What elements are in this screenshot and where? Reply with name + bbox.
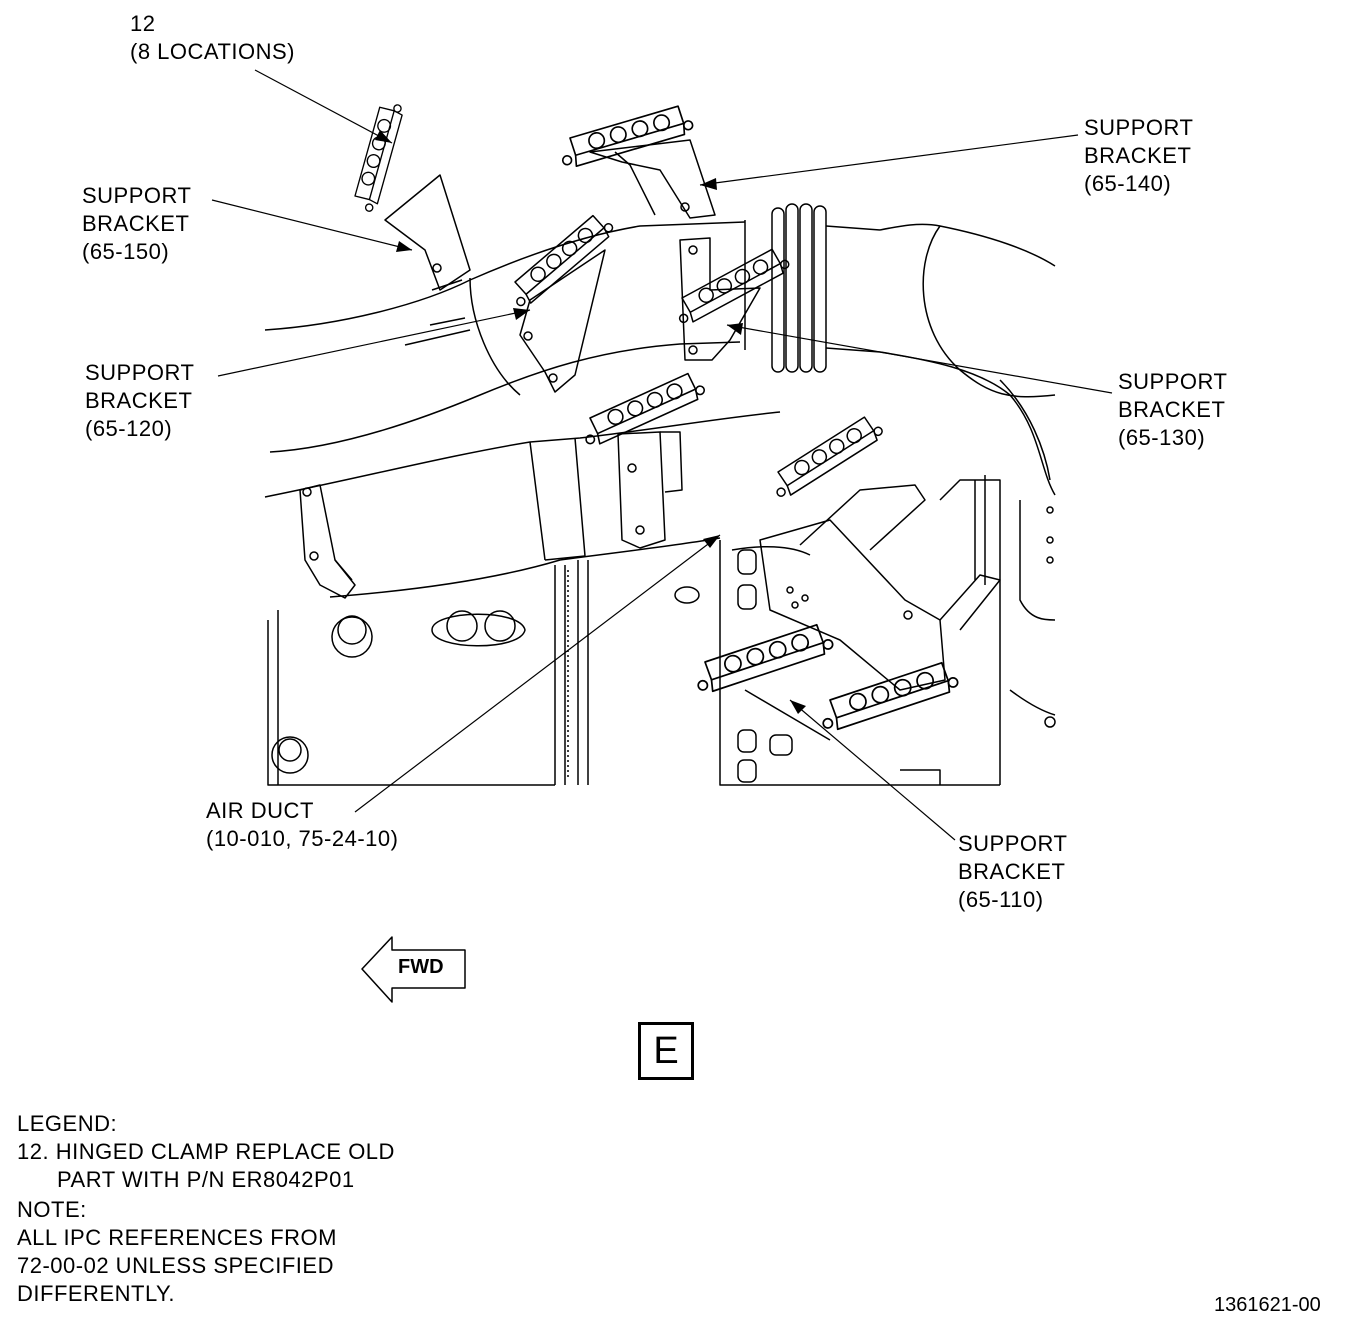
hinged-clamp-5 [576, 370, 712, 448]
callout-line: BRACKET [82, 211, 190, 236]
callout-item-12: 12 (8 LOCATIONS) [130, 10, 295, 66]
callout-bracket-65-140: SUPPORT BRACKET (65-140) [1084, 114, 1193, 198]
bellows-joint [771, 203, 1056, 496]
note-line2: 72-00-02 UNLESS SPECIFIED [17, 1253, 334, 1278]
callout-ref: (65-130) [1118, 425, 1206, 450]
callout-item-12-qualifier: (8 LOCATIONS) [130, 39, 296, 64]
legend-item-line2: PART WITH P/N ER8042P01 [57, 1167, 355, 1192]
hinged-clamp-4 [667, 245, 798, 326]
callout-line: BRACKET [958, 859, 1066, 884]
hinged-clamp-6 [762, 412, 893, 500]
fwd-arrow-shape [361, 936, 466, 1003]
lower-structure [267, 560, 700, 786]
callout-air-duct: AIR DUCT (10-010, 75-24-10) [206, 797, 398, 853]
support-bracket-65-150 [384, 174, 471, 291]
note-line3: DIFFERENTLY. [17, 1281, 175, 1306]
hinged-clamp-3 [496, 209, 627, 310]
right-frame [719, 475, 1056, 786]
callout-ref: (65-120) [85, 416, 173, 441]
callout-line: BRACKET [85, 388, 193, 413]
figure-id: 1361621-00 [1214, 1294, 1321, 1316]
callout-ref: (65-110) [958, 887, 1044, 912]
fwd-label: FWD [398, 956, 444, 978]
support-bracket-65-140 [589, 139, 716, 219]
view-label-box: E [638, 1022, 694, 1080]
view-label: E [653, 1029, 679, 1072]
callout-line: SUPPORT [958, 831, 1068, 856]
hinged-clamp-1 [333, 97, 424, 215]
callout-bracket-65-130: SUPPORT BRACKET (65-130) [1118, 368, 1227, 452]
support-bracket-65-110 [744, 484, 1001, 741]
callout-ref: (65-140) [1084, 171, 1172, 196]
support-bracket-lower-duct [617, 431, 683, 549]
hinged-clamp-8 [817, 660, 963, 732]
note-line1: ALL IPC REFERENCES FROM [17, 1225, 337, 1250]
callout-item-12-number: 12 [130, 11, 156, 36]
callout-ref: (65-150) [82, 239, 170, 264]
callout-line: SUPPORT [1118, 369, 1228, 394]
hinged-clamp-7 [692, 622, 838, 694]
callout-ref: (10-010, 75-24-10) [206, 826, 399, 851]
legend-and-note: LEGEND: 12. HINGED CLAMP REPLACE OLD PAR… [17, 1110, 395, 1308]
callout-bracket-65-110: SUPPORT BRACKET (65-110) [958, 830, 1067, 914]
callout-line: SUPPORT [82, 183, 192, 208]
callout-line: SUPPORT [85, 360, 195, 385]
callout-line: AIR DUCT [206, 798, 314, 823]
leader-lines [211, 69, 1113, 841]
note-title: NOTE: [17, 1197, 87, 1222]
callout-bracket-65-120: SUPPORT BRACKET (65-120) [85, 359, 194, 443]
support-bracket-65-120 [519, 249, 606, 393]
legend-title: LEGEND: [17, 1111, 118, 1136]
callout-line: SUPPORT [1084, 115, 1194, 140]
legend-item-line1: 12. HINGED CLAMP REPLACE OLD [17, 1139, 395, 1164]
callout-bracket-65-150: SUPPORT BRACKET (65-150) [82, 182, 191, 266]
hinged-clamp-2 [558, 104, 696, 168]
callout-line: BRACKET [1084, 143, 1192, 168]
leader-arrowheads [375, 130, 806, 714]
upper-duct [264, 220, 746, 453]
support-bracket-65-130 [679, 237, 761, 361]
callout-line: BRACKET [1118, 397, 1226, 422]
lower-duct [264, 411, 781, 599]
